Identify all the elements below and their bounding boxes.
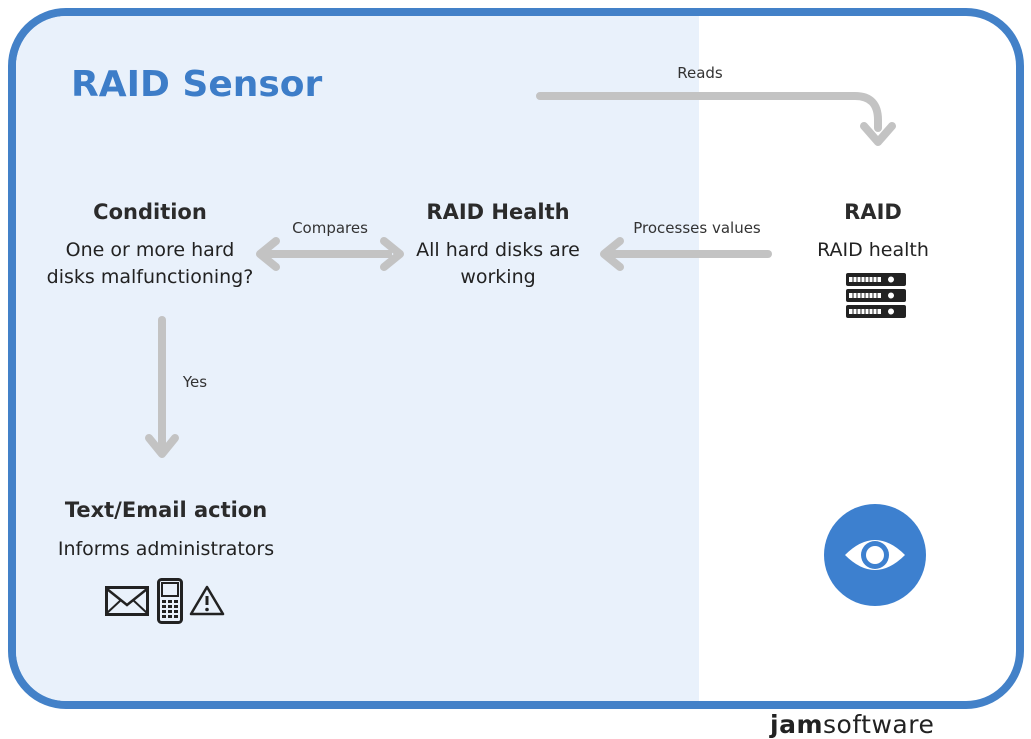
yes-arrowhead (145, 434, 179, 458)
server-rack-icon (846, 273, 906, 318)
compares-arrowhead-left (256, 237, 280, 271)
condition-text-line2: disks malfunctioning? (46, 266, 254, 288)
mobile-phone-icon (157, 578, 183, 624)
eye-icon (824, 504, 926, 606)
compares-label: Compares (292, 219, 368, 237)
action-title: Text/Email action (64, 498, 268, 522)
action-text: Informs administrators (57, 538, 275, 560)
raid-text: RAID health (817, 239, 929, 261)
condition-text-line1: One or more hard (65, 239, 235, 261)
yes-label: Yes (182, 373, 208, 391)
reads-arrowhead (860, 122, 896, 146)
raid-health-text-line2: working (460, 266, 536, 288)
diagram-title: RAID Sensor (71, 64, 323, 105)
jamsoftware-logo: jamsoftware (770, 710, 934, 739)
envelope-icon (105, 586, 149, 616)
raid-health-text: All hard disks are working (388, 237, 608, 291)
logo-part-software: software (823, 710, 935, 739)
raid-title: RAID (844, 200, 902, 224)
reads-arrow (536, 92, 882, 132)
condition-title: Condition (93, 200, 207, 224)
raid-health-title: RAID Health (426, 200, 570, 224)
processes-arrowhead (600, 237, 624, 271)
reads-label: Reads (677, 64, 723, 82)
warning-triangle-icon (189, 585, 225, 616)
raid-health-text-line1: All hard disks are (416, 239, 580, 261)
logo-part-jam: jam (770, 710, 823, 739)
processes-label: Processes values (633, 219, 761, 237)
condition-text: One or more hard disks malfunctioning? (30, 237, 270, 291)
compares-arrowhead-right (380, 237, 404, 271)
